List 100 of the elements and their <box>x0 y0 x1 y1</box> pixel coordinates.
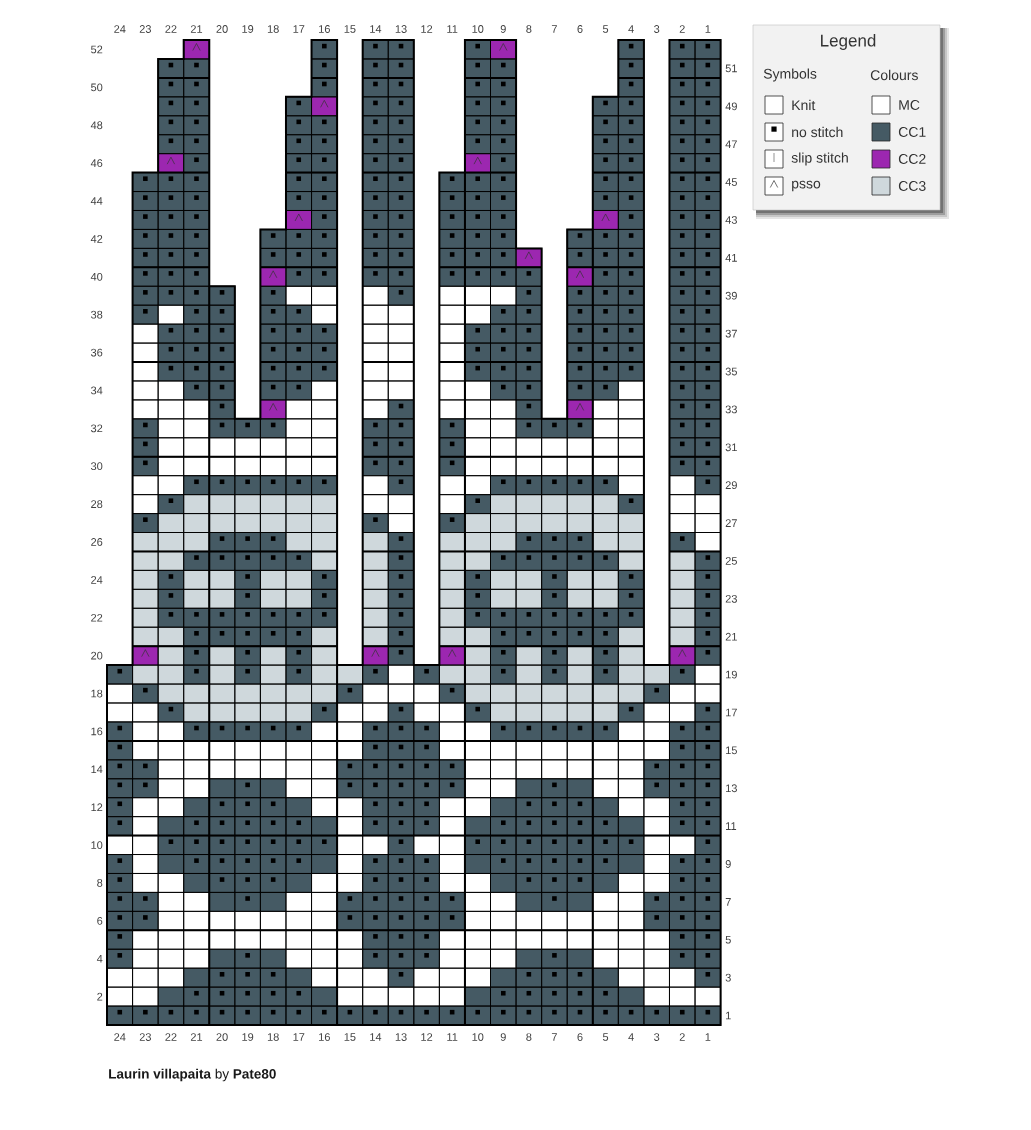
row-number: 32 <box>91 424 103 433</box>
row-number: 33 <box>725 405 737 414</box>
column-number: 11 <box>447 1033 458 1041</box>
row-number: 12 <box>91 803 103 811</box>
column-number: 14 <box>370 25 382 33</box>
legend-label: psso <box>792 180 821 192</box>
row-number: 45 <box>725 178 737 186</box>
row-number: 22 <box>91 613 103 622</box>
legend-label: slip stitch <box>791 152 848 166</box>
row-number: 27 <box>725 519 737 527</box>
row-number: 19 <box>726 670 737 679</box>
row-number: 40 <box>90 272 103 281</box>
column-number: 23 <box>139 25 151 33</box>
column-number: 24 <box>114 1033 126 1041</box>
column-number: 2 <box>679 25 685 33</box>
row-number: 9 <box>725 860 731 868</box>
row-number: 15 <box>726 746 737 755</box>
row-number: 44 <box>90 197 103 205</box>
row-number: 6 <box>97 916 103 925</box>
legend-label: CC3 <box>898 181 926 191</box>
row-number: 21 <box>725 632 737 641</box>
column-number: 16 <box>319 25 330 33</box>
column-number: 3 <box>654 1033 660 1041</box>
row-number: 4 <box>96 954 103 963</box>
row-number: 28 <box>91 500 103 508</box>
row-number: 47 <box>725 140 737 148</box>
column-number: 19 <box>242 1033 254 1041</box>
column-number: 17 <box>293 25 305 33</box>
legend-label: no stitch <box>792 126 843 138</box>
column-number: 20 <box>216 1033 228 1041</box>
column-number: 14 <box>370 1033 382 1041</box>
column-number: 23 <box>139 1033 151 1041</box>
column-number: 15 <box>344 1033 356 1041</box>
legend-heading: Symbols <box>763 68 817 82</box>
column-number: 16 <box>319 1033 330 1041</box>
row-number: 36 <box>91 348 103 357</box>
legend-heading: Colours <box>870 69 918 81</box>
column-number: 1 <box>705 1033 711 1041</box>
column-number: 22 <box>165 1033 177 1041</box>
column-number: 7 <box>551 25 557 33</box>
row-number: 39 <box>725 291 737 300</box>
column-number: 9 <box>500 1033 506 1041</box>
column-number: 22 <box>165 25 177 33</box>
column-number: 2 <box>679 1033 685 1041</box>
chart-title: Laurin villapaita by Pate80 <box>109 1068 276 1082</box>
column-number: 1 <box>705 25 711 33</box>
row-number: 3 <box>725 973 731 982</box>
legend-title: Legend <box>821 34 876 50</box>
row-number: 30 <box>91 462 103 471</box>
column-number: 18 <box>267 1033 279 1041</box>
legend-label: Knit <box>792 99 816 111</box>
legend-label: CC1 <box>898 127 926 137</box>
column-number: 24 <box>114 25 126 33</box>
column-number: 8 <box>526 1033 532 1041</box>
row-number: 50 <box>91 83 103 92</box>
row-number: 23 <box>725 594 737 603</box>
column-number: 12 <box>421 1033 433 1041</box>
row-number: 35 <box>725 367 737 376</box>
row-number: 20 <box>91 651 103 660</box>
row-number: 2 <box>97 992 103 1001</box>
row-number: 14 <box>91 765 103 774</box>
row-number: 37 <box>725 329 737 338</box>
column-number: 7 <box>551 1033 557 1041</box>
column-number: 12 <box>421 25 433 33</box>
column-number: 20 <box>216 25 228 33</box>
column-number: 4 <box>628 1033 634 1041</box>
row-number: 48 <box>90 121 103 130</box>
column-number: 15 <box>344 25 356 33</box>
row-number: 13 <box>726 784 737 793</box>
column-number: 17 <box>293 1033 305 1041</box>
column-number: 13 <box>395 1033 407 1041</box>
column-number: 13 <box>395 25 407 33</box>
column-number: 18 <box>267 25 279 33</box>
row-number: 52 <box>91 45 103 54</box>
row-number: 24 <box>91 576 103 584</box>
column-number: 8 <box>526 25 532 33</box>
row-number: 11 <box>726 822 737 830</box>
column-number: 11 <box>447 25 458 33</box>
column-number: 10 <box>472 1033 484 1041</box>
row-number: 26 <box>91 538 103 546</box>
row-number: 51 <box>725 64 737 73</box>
row-number: 18 <box>91 689 103 698</box>
row-number: 34 <box>91 386 103 395</box>
row-number: 5 <box>725 935 731 944</box>
column-number: 6 <box>577 1033 583 1041</box>
row-number: 7 <box>725 898 731 906</box>
row-number: 1 <box>726 1011 731 1020</box>
row-number: 29 <box>725 481 737 490</box>
row-number: 8 <box>97 879 103 887</box>
column-number: 3 <box>654 25 660 33</box>
column-number: 9 <box>500 25 506 33</box>
row-number: 31 <box>725 443 737 452</box>
row-number: 43 <box>725 216 737 224</box>
row-number: 49 <box>725 102 737 111</box>
row-number: 41 <box>725 254 737 262</box>
row-number: 10 <box>91 841 103 849</box>
row-number: 16 <box>91 727 103 736</box>
legend-label: MC <box>899 100 920 110</box>
row-number: 25 <box>725 557 737 565</box>
column-number: 21 <box>190 25 203 33</box>
